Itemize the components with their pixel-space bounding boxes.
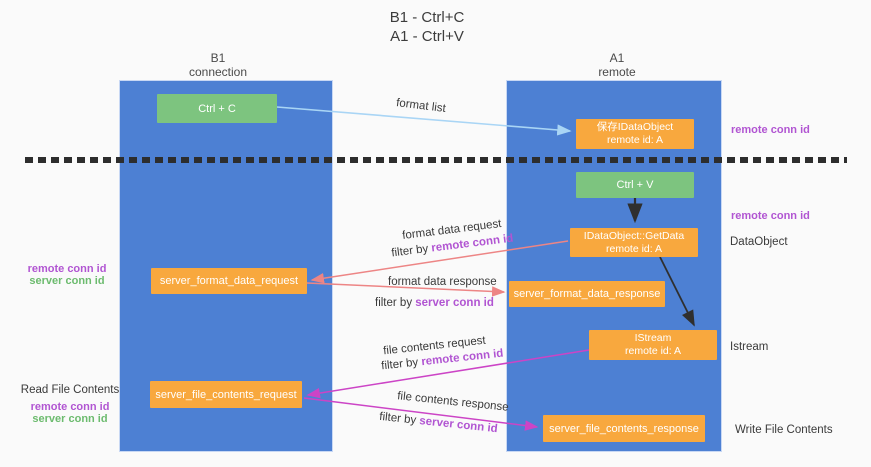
node-ctrl-c: Ctrl + C: [157, 94, 277, 123]
lane-b1-subtitle: connection: [188, 65, 248, 79]
lane-a1-subtitle: remote: [598, 65, 636, 79]
node-save-idataobject-line1: 保存IDataObject: [596, 121, 674, 133]
node-server-format-data-request: server_format_data_request: [151, 268, 307, 294]
node-ctrl-v: Ctrl + V: [576, 172, 694, 198]
node-server-file-contents-request: server_file_contents_request: [150, 381, 302, 408]
filter-prefix: filter by: [378, 410, 420, 427]
node-server-format-data-response: server_format_data_response: [509, 281, 665, 307]
node-istream-line1: IStream: [634, 332, 672, 344]
node-save-idataobject: 保存IDataObject remote id: A: [576, 119, 694, 149]
label-remote-conn-id-right-mid: remote conn id: [731, 210, 810, 222]
node-istream-line2: remote id: A: [624, 345, 682, 357]
filter-prefix: filter by: [380, 356, 423, 373]
title-line-2: A1 - Ctrl+V: [390, 28, 464, 45]
lane-a1-name: A1: [609, 51, 625, 65]
filter-prefix: filter by: [375, 297, 416, 309]
node-idataobject-getdata: IDataObject::GetData remote id: A: [570, 228, 698, 257]
label-dataobject: DataObject: [730, 236, 788, 248]
title-line-1: B1 - Ctrl+C: [389, 9, 465, 26]
label-group-conn-ids-top: remote conn id server conn id: [0, 263, 137, 287]
label-remote-conn-id-right-top: remote conn id: [731, 124, 810, 136]
lane-b1-name: B1: [210, 51, 226, 65]
session-separator-line: [25, 157, 847, 163]
diagram-title: B1 - Ctrl+C A1 - Ctrl+V: [0, 8, 854, 46]
label-remote-conn-id-left-top: remote conn id: [27, 263, 107, 275]
filter-prefix: filter by: [390, 242, 433, 260]
label-server-conn-id-left-bottom: server conn id: [32, 413, 108, 425]
node-istream: IStream remote id: A: [589, 330, 717, 360]
label-filter-by-server-2: filter by server conn id: [379, 411, 498, 435]
label-server-conn-id-left-top: server conn id: [29, 275, 105, 287]
label-remote-conn-id-left-bottom: remote conn id: [30, 401, 110, 413]
label-write-file-contents: Write File Contents: [735, 424, 833, 436]
label-format-data-response: format data response: [388, 276, 497, 288]
label-read-file-contents: Read File Contents: [20, 384, 120, 396]
label-group-conn-ids-bottom: remote conn id server conn id: [0, 401, 140, 425]
node-getdata-line2: remote id: A: [605, 242, 663, 255]
node-save-idataobject-line2: remote id: A: [606, 134, 664, 146]
filter-key-server-conn-id: server conn id: [418, 415, 499, 436]
node-server-file-contents-response: server_file_contents_response: [543, 415, 705, 442]
lane-header-b1: B1 connection: [158, 51, 278, 79]
label-istream: Istream: [730, 341, 769, 353]
node-getdata-line1: IDataObject::GetData: [583, 229, 685, 242]
label-format-list: format list: [395, 97, 447, 115]
lane-header-a1: A1 remote: [557, 51, 677, 79]
label-file-contents-response: file contents response: [396, 390, 510, 414]
filter-key-server-conn-id: server conn id: [415, 297, 494, 309]
label-filter-by-server-1: filter by server conn id: [375, 297, 494, 309]
